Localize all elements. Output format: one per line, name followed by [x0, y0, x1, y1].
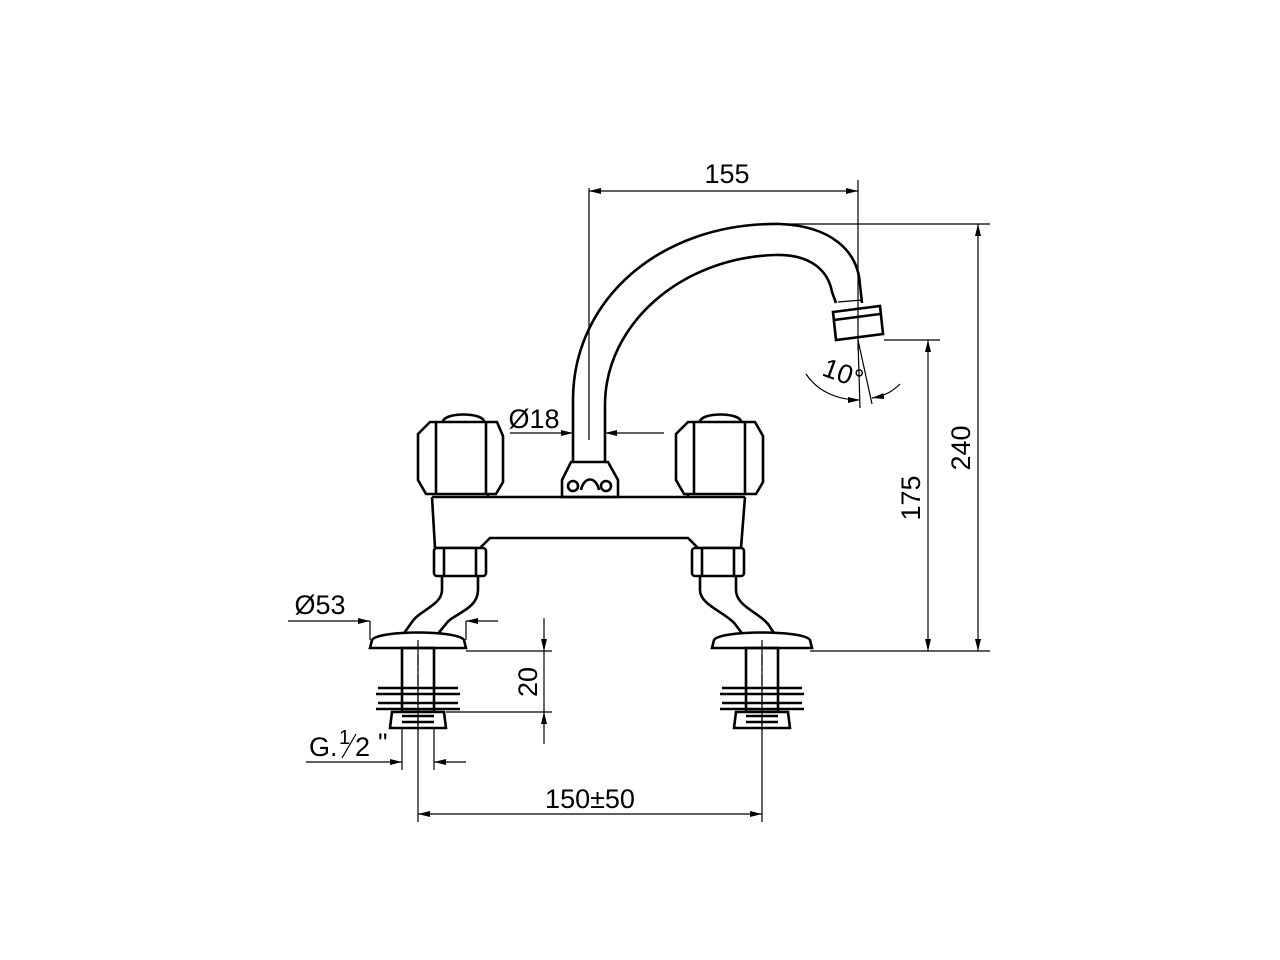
dimension-spout-angle: 10°: [805, 339, 901, 409]
dimension-total-height: 240: [780, 223, 990, 652]
dim-label-150: 150±50: [545, 784, 635, 814]
spout: [571, 222, 864, 462]
dim-label-thread-prefix: G.: [309, 732, 338, 762]
dim-label-thread-numerator: 1: [339, 727, 350, 749]
dimension-base-diameter: Ø53: [288, 590, 498, 640]
spout-base-nut: [560, 460, 620, 499]
left-handle: [416, 413, 505, 496]
dimension-centers: 150±50: [417, 640, 763, 822]
left-connection-nut: [432, 546, 488, 578]
center-lines: [417, 655, 763, 732]
right-handle: [674, 413, 765, 496]
dimension-spout-reach: 155: [588, 159, 859, 440]
dim-label-155: 155: [704, 159, 749, 189]
left-elbow: [400, 576, 480, 637]
dim-label-thread-suffix: ": [378, 728, 388, 758]
dim-label-thread-denominator: 2: [355, 732, 370, 762]
dim-label-d18: Ø18: [508, 404, 559, 434]
dimension-shank-length: 20: [446, 618, 552, 744]
mixer-body: [430, 490, 747, 550]
right-connection-nut: [690, 546, 746, 578]
dim-label-d53: Ø53: [294, 590, 345, 620]
right-elbow: [698, 576, 778, 637]
dim-label-240: 240: [946, 425, 976, 470]
dim-label-175: 175: [896, 475, 926, 520]
dimension-thread: G. 1 2 ": [306, 727, 466, 770]
dim-label-20: 20: [513, 667, 543, 697]
dim-label-10deg: 10°: [819, 352, 868, 394]
dimension-outlet-height: 175: [884, 339, 940, 651]
dimension-spout-diameter: Ø18: [508, 404, 664, 436]
